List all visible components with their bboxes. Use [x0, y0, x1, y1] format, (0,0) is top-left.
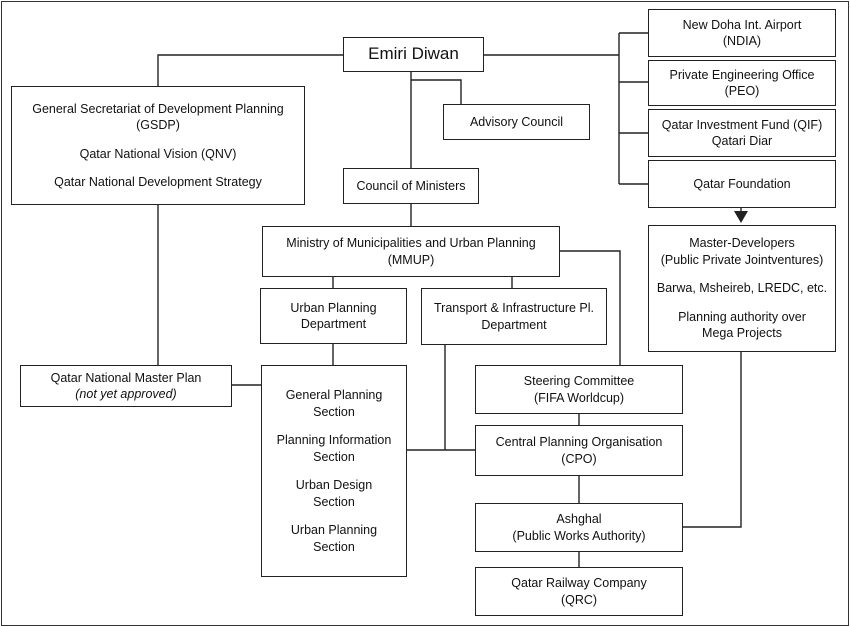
node-text-line: Section	[313, 449, 355, 464]
node-text-line: (NDIA)	[722, 34, 762, 48]
node-text-line: Master-Developers	[689, 236, 795, 251]
node-text-line: (Public Works Authority)	[512, 528, 646, 543]
node-text-line: Qatar National Master Plan	[50, 370, 202, 385]
node-text-line: General Secretariat of Development Plann…	[32, 101, 284, 116]
node-text-line: Section	[313, 494, 355, 509]
node-steering-committee: Steering Committee (FIFA Worldcup)	[475, 365, 683, 414]
node-emiri-diwan: Emiri Diwan	[343, 37, 484, 72]
node-council-of-ministers: Council of Ministers	[343, 168, 479, 204]
node-text-line: Mega Projects	[702, 326, 782, 341]
node-text-line: Qatari Diar	[711, 134, 773, 148]
node-text-line: Planning authority over	[678, 309, 806, 324]
node-cpo: Central Planning Organisation (CPO)	[475, 425, 683, 476]
node-text-line: General Planning	[285, 388, 383, 402]
node-transport-dept: Transport & Infrastructure Pl. Department	[421, 288, 607, 345]
node-text-line: (FIFA Worldcup)	[533, 390, 625, 405]
node-text-line: Qatar National Development Strategy	[54, 175, 262, 189]
arrow-head-developers	[734, 211, 748, 223]
node-text-line: Central Planning Organisation	[495, 435, 663, 449]
node-text-line: (CPO)	[561, 451, 597, 466]
connector-lines	[157, 32, 742, 567]
node-qif: Qatar Investment Fund (QIF) Qatari Diar	[648, 109, 836, 157]
node-text-line: Advisory Council	[469, 114, 564, 129]
node-text-line: Qatar Investment Fund (QIF)	[661, 117, 823, 132]
node-text-line: Planning Information	[276, 433, 392, 447]
edge-diwan-advisory	[411, 79, 462, 104]
edge-developers-ashghal	[683, 352, 742, 528]
node-text-line: (PEO)	[724, 84, 760, 98]
node-text-line: Department	[481, 317, 547, 332]
node-master-plan: Qatar National Master Plan (not yet appro…	[20, 365, 232, 407]
node-master-developers: Master-Developers(Public Private Jointve…	[648, 225, 836, 352]
node-text-line: Council of Ministers	[356, 178, 466, 193]
node-text-line: Transport & Infrastructure Pl.	[433, 301, 594, 315]
node-text-line: Urban Design	[295, 478, 373, 492]
node-text-line: (QRC)	[560, 592, 598, 607]
node-qatar-foundation: Qatar Foundation	[648, 160, 836, 208]
node-text-line: Steering Committee	[523, 374, 635, 388]
node-text-line: Private Engineering Office	[669, 67, 815, 82]
node-ashghal: Ashghal (Public Works Authority)	[475, 503, 683, 552]
node-text-line: New Doha Int. Airport	[682, 17, 802, 32]
node-ndia: New Doha Int. Airport (NDIA)	[648, 9, 836, 57]
node-text-line: Ministry of Municipalities and Urban Pla…	[286, 236, 536, 250]
node-text-line: (Public Private Jointventures)	[660, 252, 824, 267]
node-text-line: Urban Planning	[290, 523, 378, 537]
node-mmup: Ministry of Municipalities and Urban Pla…	[262, 226, 560, 277]
edge-mmup-steering	[560, 250, 621, 365]
node-text-line: (MMUP)	[387, 252, 435, 267]
node-peo: Private Engineering Office (PEO)	[648, 60, 836, 106]
node-text-line: Barwa, Msheireb, LREDC, etc.	[656, 281, 828, 296]
edge-diwan-gsdp	[157, 54, 343, 86]
node-text-line: (GSDP)	[136, 118, 180, 132]
node-text-line: Qatar Foundation	[693, 176, 791, 191]
node-text-line: Ashghal	[556, 512, 602, 526]
node-text-line: Qatar Railway Company	[511, 576, 647, 590]
node-text-line: Urban Planning	[290, 300, 377, 315]
node-advisory-council: Advisory Council	[443, 104, 590, 140]
node-text-line: Department	[300, 317, 367, 331]
node-text-line: Section	[313, 404, 355, 419]
node-text-line: Qatar National Vision (QNV)	[79, 146, 237, 161]
node-text-line: Section	[313, 539, 355, 554]
node-gsdp: General Secretariat of Development Plann…	[11, 86, 305, 205]
node-text-line: (not yet approved)	[75, 387, 177, 401]
node-qrc: Qatar Railway Company (QRC)	[475, 567, 683, 616]
node-text-line: Emiri Diwan	[368, 44, 459, 64]
